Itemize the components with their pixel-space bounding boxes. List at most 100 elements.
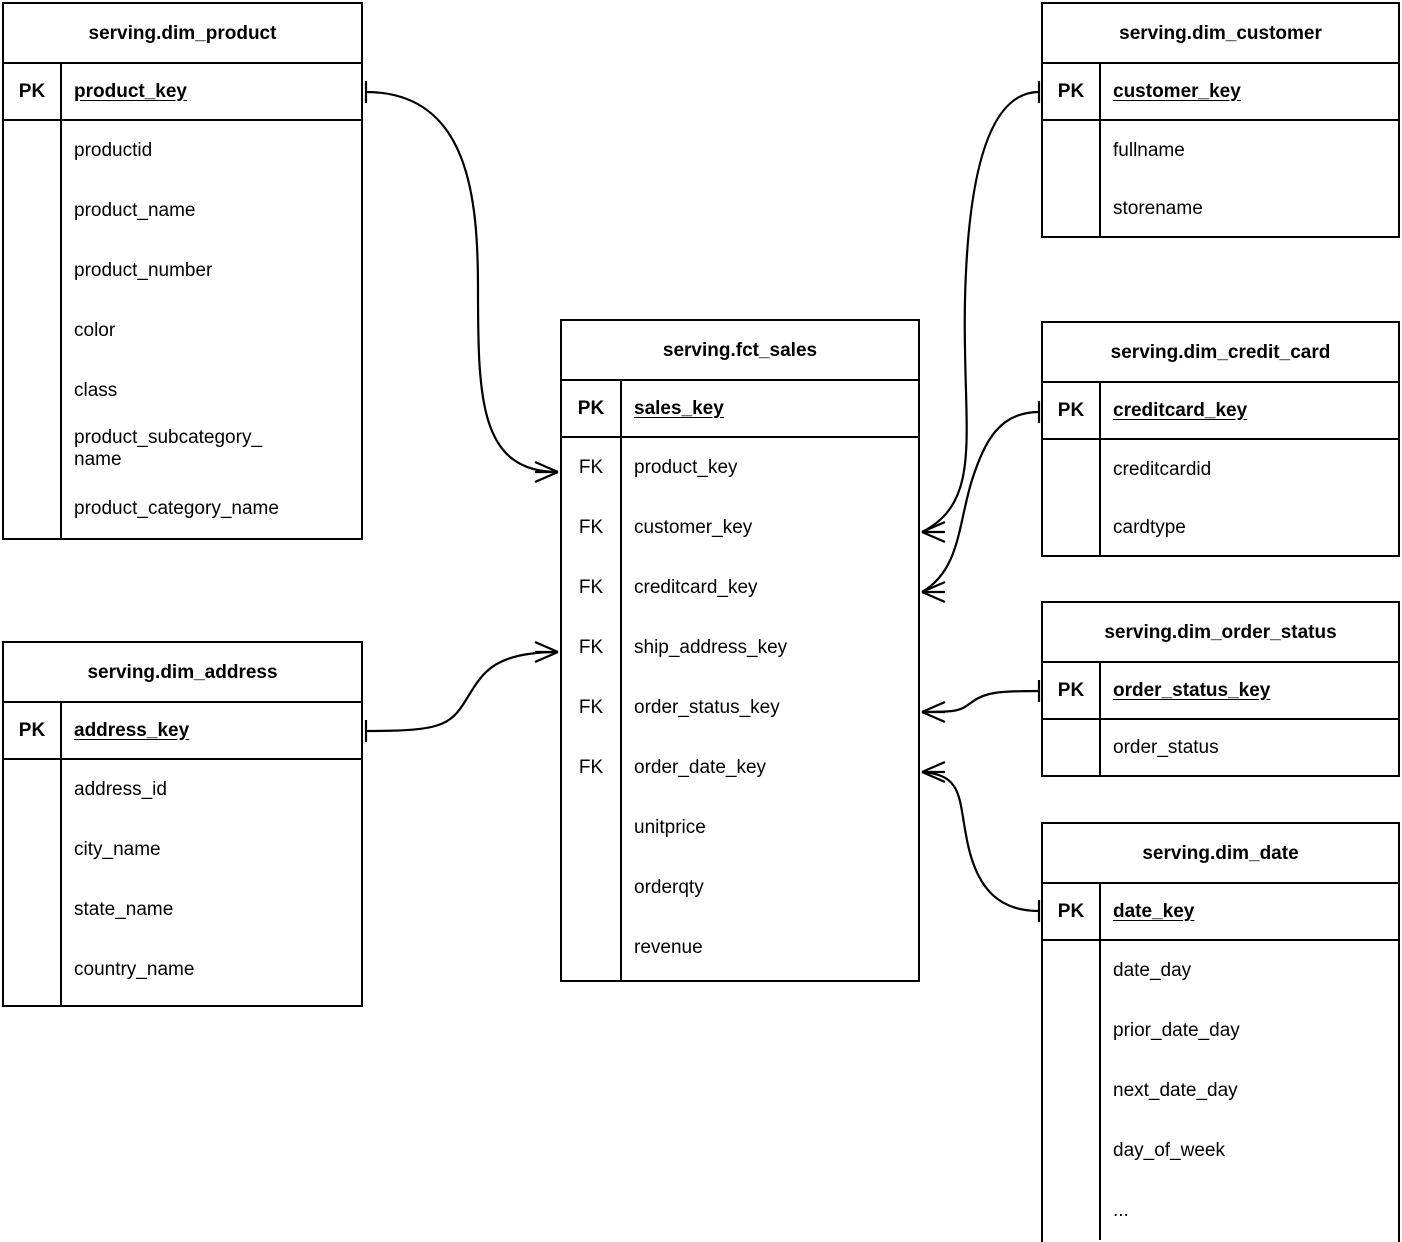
pk-row-dim-date: PK date_key xyxy=(1043,884,1398,941)
attribute-names: productid product_name product_number co… xyxy=(62,121,361,538)
attribute-gutter xyxy=(1043,720,1101,775)
attribute-names: address_id city_name state_name country_… xyxy=(62,760,361,1005)
crowsfoot-credit-card xyxy=(921,580,946,604)
attribute-row: storename xyxy=(1113,197,1203,219)
column-tag: FK xyxy=(578,697,604,718)
relationship-product xyxy=(364,81,559,484)
entity-title-fct-sales: serving.fct_sales xyxy=(562,321,918,381)
entity-dim-address[interactable]: serving.dim_address PK address_key addre… xyxy=(2,641,363,1007)
attribute-names: product_key customer_key creditcard_key … xyxy=(622,438,918,980)
pk-row-dim-credit-card: PK creditcard_key xyxy=(1043,383,1398,440)
pk-field-name: sales_key xyxy=(634,397,724,419)
entity-title-dim-customer: serving.dim_customer xyxy=(1043,4,1398,64)
attribute-names: date_day prior_date_day next_date_day da… xyxy=(1101,941,1398,1240)
attribute-list-fct-sales: FK FK FK FK FK FK product_key customer_k… xyxy=(562,438,918,980)
pk-field-name: date_key xyxy=(1113,900,1195,922)
crowsfoot-date xyxy=(921,760,946,784)
column-tag xyxy=(562,918,620,978)
relationship-customer xyxy=(921,81,1041,544)
pk-tag: PK xyxy=(1043,64,1101,119)
pk-row-dim-address: PK address_key xyxy=(4,703,361,760)
attribute-row: state_name xyxy=(74,899,174,921)
pk-field-name: product_key xyxy=(74,80,187,102)
attribute-names: creditcardid cardtype xyxy=(1101,440,1398,555)
attribute-row: fullname xyxy=(1113,140,1185,162)
crowsfoot-customer xyxy=(921,520,946,544)
column-tag: FK xyxy=(578,757,604,778)
pk-row-dim-order-status: PK order_status_key xyxy=(1043,663,1398,720)
attribute-row: date_day xyxy=(1113,960,1192,982)
attribute-row: cardtype xyxy=(1113,516,1186,538)
entity-title-dim-credit-card: serving.dim_credit_card xyxy=(1043,323,1398,383)
attribute-row: ship_address_key xyxy=(634,637,788,659)
attribute-row: product_key xyxy=(634,457,738,479)
attribute-row: order_status_key xyxy=(634,697,780,719)
column-tag xyxy=(562,798,620,858)
attribute-row: customer_key xyxy=(634,517,753,539)
attribute-row: next_date_day xyxy=(1113,1080,1238,1102)
attribute-row: creditcard_key xyxy=(634,577,758,599)
entity-dim-order-status[interactable]: serving.dim_order_status PK order_status… xyxy=(1041,601,1400,777)
entity-title-dim-product: serving.dim_product xyxy=(4,4,361,64)
relationship-address xyxy=(364,640,559,742)
column-tag: FK xyxy=(578,577,604,598)
pk-field-name: customer_key xyxy=(1113,80,1241,102)
attribute-row: day_of_week xyxy=(1113,1140,1225,1162)
pk-tag: PK xyxy=(4,703,62,758)
attribute-row: class xyxy=(74,380,118,402)
entity-dim-credit-card[interactable]: serving.dim_credit_card PK creditcard_ke… xyxy=(1041,321,1400,557)
column-tag xyxy=(562,858,620,918)
attribute-row: order_date_key xyxy=(634,757,767,779)
attribute-names: order_status xyxy=(1101,720,1398,775)
pk-tag: PK xyxy=(562,381,622,436)
attribute-gutter xyxy=(4,760,62,1005)
attribute-row: revenue xyxy=(634,937,703,959)
entity-dim-customer[interactable]: serving.dim_customer PK customer_key ful… xyxy=(1041,2,1400,238)
attribute-row: ... xyxy=(1113,1199,1129,1221)
pk-tag: PK xyxy=(1043,383,1101,438)
pk-tag: PK xyxy=(1043,884,1101,939)
relationship-date xyxy=(921,760,1041,922)
pk-row-dim-customer: PK customer_key xyxy=(1043,64,1398,121)
attribute-row: product_name xyxy=(74,200,196,222)
crowsfoot-order-status xyxy=(921,700,946,724)
attribute-list-dim-product: productid product_name product_number co… xyxy=(4,121,361,538)
attribute-gutter xyxy=(1043,121,1101,236)
attribute-row: unitprice xyxy=(634,817,706,839)
attribute-row: color xyxy=(74,320,116,342)
entity-dim-date[interactable]: serving.dim_date PK date_key date_day pr… xyxy=(1041,822,1400,1242)
pk-field-name: creditcard_key xyxy=(1113,399,1248,421)
relationship-order-status xyxy=(921,680,1041,724)
attribute-row: product_number xyxy=(74,260,213,282)
attribute-row: product_category_name xyxy=(74,498,279,520)
entity-fct-sales[interactable]: serving.fct_sales PK sales_key FK FK FK … xyxy=(560,319,920,982)
crowsfoot-address xyxy=(534,640,559,664)
attribute-row: creditcardid xyxy=(1113,459,1212,481)
entity-title-dim-date: serving.dim_date xyxy=(1043,824,1398,884)
attribute-row: country_name xyxy=(74,959,195,981)
pk-tag: PK xyxy=(4,64,62,119)
crowsfoot-product xyxy=(534,460,559,484)
relationship-credit-card xyxy=(921,401,1041,604)
attribute-row: order_status xyxy=(1113,736,1219,758)
attribute-list-dim-order-status: order_status xyxy=(1043,720,1398,775)
entity-dim-product[interactable]: serving.dim_product PK product_key produ… xyxy=(2,2,363,540)
attribute-gutter xyxy=(1043,941,1101,1240)
attribute-row: productid xyxy=(74,140,153,162)
attribute-list-dim-date: date_day prior_date_day next_date_day da… xyxy=(1043,941,1398,1240)
attribute-row: product_subcategory_ name xyxy=(74,427,263,470)
pk-field-name: address_key xyxy=(74,719,190,741)
column-tag: FK xyxy=(578,457,604,478)
pk-tag: PK xyxy=(1043,663,1101,718)
attribute-list-dim-credit-card: creditcardid cardtype xyxy=(1043,440,1398,555)
attribute-names: fullname storename xyxy=(1101,121,1398,236)
attribute-row: address_id xyxy=(74,779,167,801)
attribute-gutter xyxy=(1043,440,1101,555)
pk-field-name: order_status_key xyxy=(1113,679,1271,701)
attribute-row: prior_date_day xyxy=(1113,1020,1240,1042)
pk-row-dim-product: PK product_key xyxy=(4,64,361,121)
attribute-row: orderqty xyxy=(634,877,704,899)
attribute-list-dim-customer: fullname storename xyxy=(1043,121,1398,236)
entity-title-dim-order-status: serving.dim_order_status xyxy=(1043,603,1398,663)
